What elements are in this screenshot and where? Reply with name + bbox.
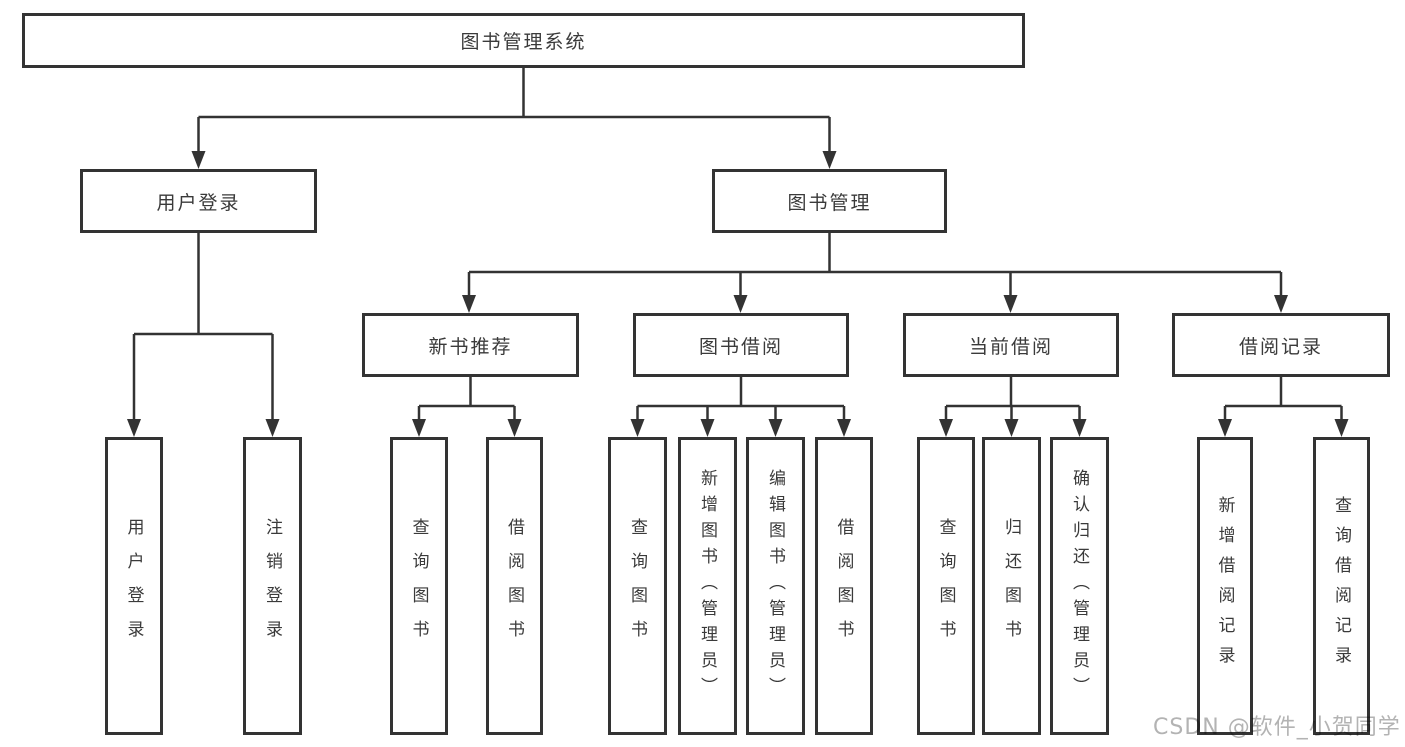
leaf-query-borrow-record: 查询借阅记录 xyxy=(1313,437,1370,735)
leaf-label: 注销登录 xyxy=(262,518,282,654)
node-user-login: 用户登录 xyxy=(80,169,317,233)
node-root-system: 图书管理系统 xyxy=(22,13,1025,68)
leaf-borrow-books: 借阅图书 xyxy=(486,437,543,735)
leaf-label: 编辑图书（管理员） xyxy=(765,469,785,703)
node-book-management: 图书管理 xyxy=(712,169,947,233)
leaf-query-books-3: 查询图书 xyxy=(917,437,975,735)
leaf-return-books: 归还图书 xyxy=(982,437,1041,735)
leaf-borrow-books-2: 借阅图书 xyxy=(815,437,873,735)
node-book-borrowing: 图书借阅 xyxy=(633,313,849,377)
node-borrowing-records: 借阅记录 xyxy=(1172,313,1390,377)
leaf-add-borrow-record: 新增借阅记录 xyxy=(1197,437,1253,735)
leaf-label: 借阅图书 xyxy=(504,518,524,654)
leaf-label: 用户登录 xyxy=(123,518,144,654)
leaf-logout: 注销登录 xyxy=(243,437,302,735)
node-current-borrowing: 当前借阅 xyxy=(903,313,1119,377)
leaf-edit-books-admin: 编辑图书（管理员） xyxy=(746,437,805,735)
leaf-label: 新增图书（管理员） xyxy=(697,469,717,703)
leaf-label: 确认归还（管理员） xyxy=(1069,469,1089,703)
leaf-label: 借阅图书 xyxy=(833,518,854,654)
node-label: 图书管理 xyxy=(787,191,872,214)
leaf-query-books: 查询图书 xyxy=(390,437,448,735)
node-label: 图书管理系统 xyxy=(460,31,587,53)
leaf-user-login: 用户登录 xyxy=(105,437,163,735)
node-label: 当前借阅 xyxy=(968,335,1053,358)
node-label: 图书借阅 xyxy=(698,335,783,358)
leaf-label: 归还图书 xyxy=(1001,518,1021,654)
leaf-label: 查询借阅记录 xyxy=(1331,496,1351,676)
node-new-book-recommendation: 新书推荐 xyxy=(362,313,579,377)
leaf-query-books-2: 查询图书 xyxy=(608,437,667,735)
leaf-confirm-return-admin: 确认归还（管理员） xyxy=(1050,437,1109,735)
leaf-add-books-admin: 新增图书（管理员） xyxy=(678,437,737,735)
node-label: 借阅记录 xyxy=(1238,335,1323,358)
csdn-watermark: CSDN @软件_小贺同学 xyxy=(1153,715,1401,740)
node-label: 新书推荐 xyxy=(428,335,513,358)
leaf-label: 查询图书 xyxy=(408,518,429,654)
node-label: 用户登录 xyxy=(156,191,241,214)
leaf-label: 查询图书 xyxy=(935,518,956,654)
leaf-label: 新增借阅记录 xyxy=(1214,496,1235,676)
leaf-label: 查询图书 xyxy=(627,518,647,654)
arrowhead-icons xyxy=(127,151,1349,437)
